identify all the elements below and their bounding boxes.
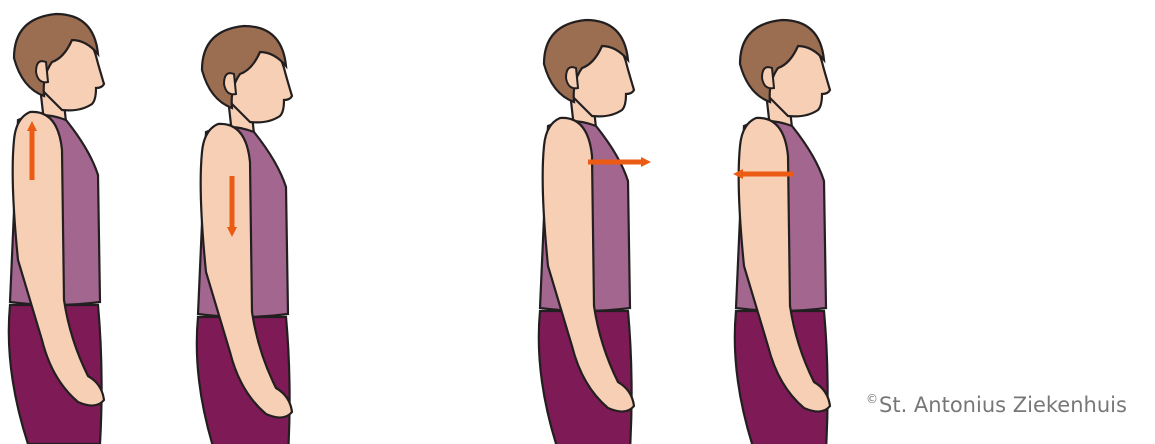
figure-shoulders-down bbox=[197, 26, 292, 444]
copyright-text: St. Antonius Ziekenhuis bbox=[879, 393, 1127, 417]
figure-shoulders-up bbox=[9, 14, 104, 444]
figure-shoulders-forward bbox=[539, 20, 646, 444]
copyright-symbol: © bbox=[866, 392, 878, 406]
figure-shoulders-back bbox=[735, 20, 830, 444]
copyright-notice: ©St. Antonius Ziekenhuis bbox=[866, 392, 1127, 417]
